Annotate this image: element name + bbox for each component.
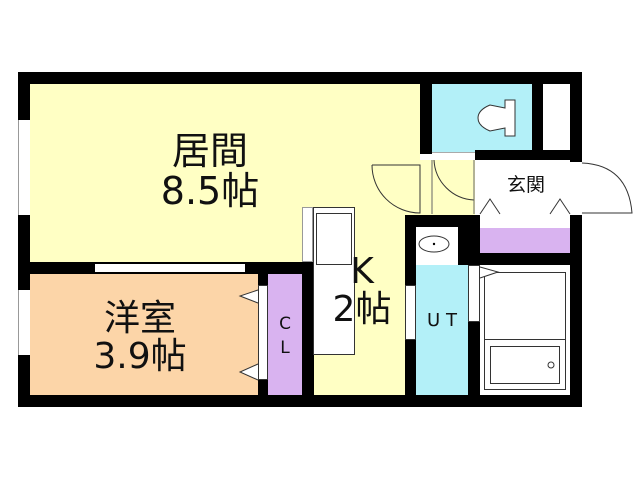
wall-closet-right bbox=[302, 262, 314, 407]
entrance-name: 玄関 bbox=[506, 174, 545, 196]
living-room-name: 居間 bbox=[171, 129, 248, 173]
entrance-label: 玄関 bbox=[490, 174, 562, 196]
wall-top bbox=[18, 72, 582, 84]
toilet-icon bbox=[477, 99, 516, 137]
western-room-size: 3.9帖 bbox=[93, 335, 187, 377]
wall-toilet-closet bbox=[532, 82, 543, 152]
hallway-area bbox=[420, 160, 475, 215]
door-swing-entrance bbox=[581, 162, 633, 214]
kitchen-name: K bbox=[350, 251, 374, 292]
toilet-closet bbox=[543, 82, 570, 150]
ut-door-opening bbox=[405, 285, 416, 340]
western-room-label: 洋室 3.9帖 bbox=[80, 300, 200, 376]
living-room-size: 8.5帖 bbox=[160, 168, 260, 213]
unit-bath-label: U T bbox=[416, 310, 468, 331]
wall-toilet-left bbox=[420, 72, 432, 154]
door-swing-living bbox=[371, 164, 421, 214]
entrance-step bbox=[480, 215, 570, 228]
wall-bottom bbox=[18, 395, 582, 407]
western-room-name: 洋室 bbox=[103, 298, 176, 339]
bathtub-divider bbox=[484, 339, 566, 340]
wall-right-upper bbox=[570, 72, 582, 162]
unit-bath-area bbox=[416, 265, 468, 395]
kitchen-counter-edge bbox=[302, 207, 313, 262]
closet-label: C L bbox=[272, 312, 298, 360]
door-swing-toilet bbox=[433, 159, 475, 201]
window-left-upper bbox=[18, 120, 30, 215]
closet-name: C L bbox=[279, 314, 291, 358]
tub-drain-icon bbox=[547, 361, 555, 369]
opening-living-western bbox=[95, 264, 245, 272]
unit-bath-name: U T bbox=[427, 310, 457, 331]
shoe-storage bbox=[480, 228, 570, 253]
wall-storage-bottom bbox=[470, 253, 582, 265]
wall-toilet-bottom bbox=[475, 150, 582, 160]
western-room-area bbox=[30, 272, 258, 395]
kitchen-sink bbox=[316, 213, 352, 265]
bath-door-opening bbox=[468, 265, 480, 322]
window-left-lower bbox=[18, 290, 30, 355]
living-room-label: 居間 8.5帖 bbox=[140, 129, 280, 213]
closet-area bbox=[268, 272, 302, 395]
kitchen-label: K 2帖 bbox=[322, 253, 402, 329]
toilet-door-frame bbox=[432, 152, 475, 160]
kitchen-size: 2帖 bbox=[332, 288, 392, 330]
closet-door-track bbox=[258, 285, 268, 380]
